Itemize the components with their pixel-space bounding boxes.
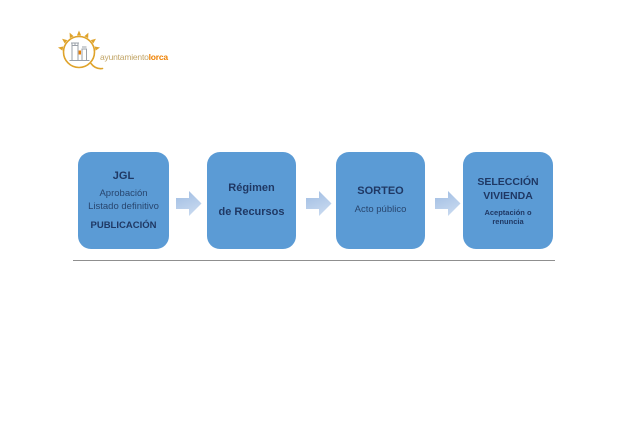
step-title: SORTEO — [357, 184, 404, 197]
step-body: Aprobación Listado definitivo — [88, 188, 159, 212]
flow-step-regimen-recursos: Régimen de Recursos — [207, 152, 296, 249]
step-footer: PUBLICACIÓN — [90, 219, 157, 231]
sun-castle-logo-icon — [57, 30, 104, 70]
step-title-line1: Régimen — [228, 182, 275, 194]
step-title-line2: VIVIENDA — [483, 190, 533, 202]
step-note: Aceptación o renuncia — [484, 208, 532, 227]
right-arrow-icon — [435, 191, 461, 216]
logo-text-ayuntamiento: ayuntamiento — [100, 52, 149, 62]
step-title: JGL — [112, 170, 135, 183]
horizontal-divider — [73, 260, 555, 261]
step-title-line2: de Recursos — [218, 206, 285, 218]
flow-step-seleccion-vivienda: SELECCIÓN VIVIENDA Aceptación o renuncia — [463, 152, 553, 249]
ayuntamiento-lorca-logo: ayuntamientolorca — [56, 24, 168, 76]
logo-text-lorca: lorca — [148, 52, 169, 62]
right-arrow-icon — [176, 191, 202, 216]
step-body: Acto público — [354, 203, 407, 215]
flow-step-jgl: JGL Aprobación Listado definitivo PUBLIC… — [78, 152, 169, 249]
flow-step-sorteo: SORTEO Acto público — [336, 152, 425, 249]
step-title-line1: SELECCIÓN — [477, 175, 539, 188]
right-arrow-icon — [306, 191, 332, 216]
logo-wordmark: ayuntamientolorca — [100, 52, 168, 62]
